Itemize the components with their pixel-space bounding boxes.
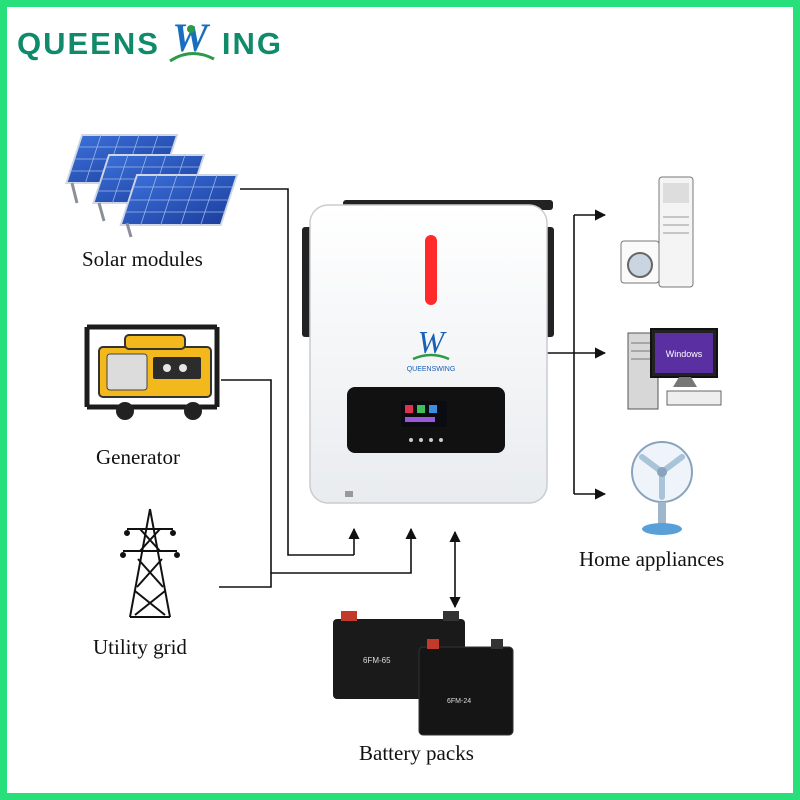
brand-text-right: ING — [221, 26, 284, 61]
brand-logo: QUEENS W ING — [17, 19, 283, 69]
battery-icon: 6FM-65 6FM-24 — [333, 611, 514, 736]
label-home-appliances: Home appliances — [579, 547, 725, 571]
label-generator: Generator — [96, 445, 180, 469]
label-solar-modules: Solar modules — [82, 247, 203, 271]
connector-lines — [219, 188, 607, 609]
label-utility-grid: Utility grid — [93, 635, 187, 659]
svg-text:6FM-65: 6FM-65 — [363, 656, 391, 665]
brand-text-left: QUEENS — [17, 26, 160, 61]
solar-connector — [240, 188, 354, 556]
solar-panels-icon — [65, 134, 239, 238]
electric-fan-icon — [631, 441, 693, 535]
inverter-status-led — [425, 235, 437, 305]
grid-connector — [219, 573, 272, 588]
generator-icon — [84, 324, 220, 420]
svg-text:QUEENSWING: QUEENSWING — [407, 366, 456, 373]
svg-text:6FM-24: 6FM-24 — [447, 698, 471, 705]
svg-text:Windows: Windows — [666, 349, 703, 359]
brand-w-mark-icon: W — [169, 19, 215, 63]
diagram-canvas: W QUEENSWING Windows — [65, 134, 722, 736]
desktop-computer-icon: Windows — [627, 328, 722, 410]
label-battery-packs: Battery packs — [359, 741, 474, 765]
air-conditioner-washer-icon — [620, 176, 694, 288]
hybrid-inverter-icon: W QUEENSWING — [302, 200, 554, 504]
transmission-tower-icon — [120, 508, 180, 618]
